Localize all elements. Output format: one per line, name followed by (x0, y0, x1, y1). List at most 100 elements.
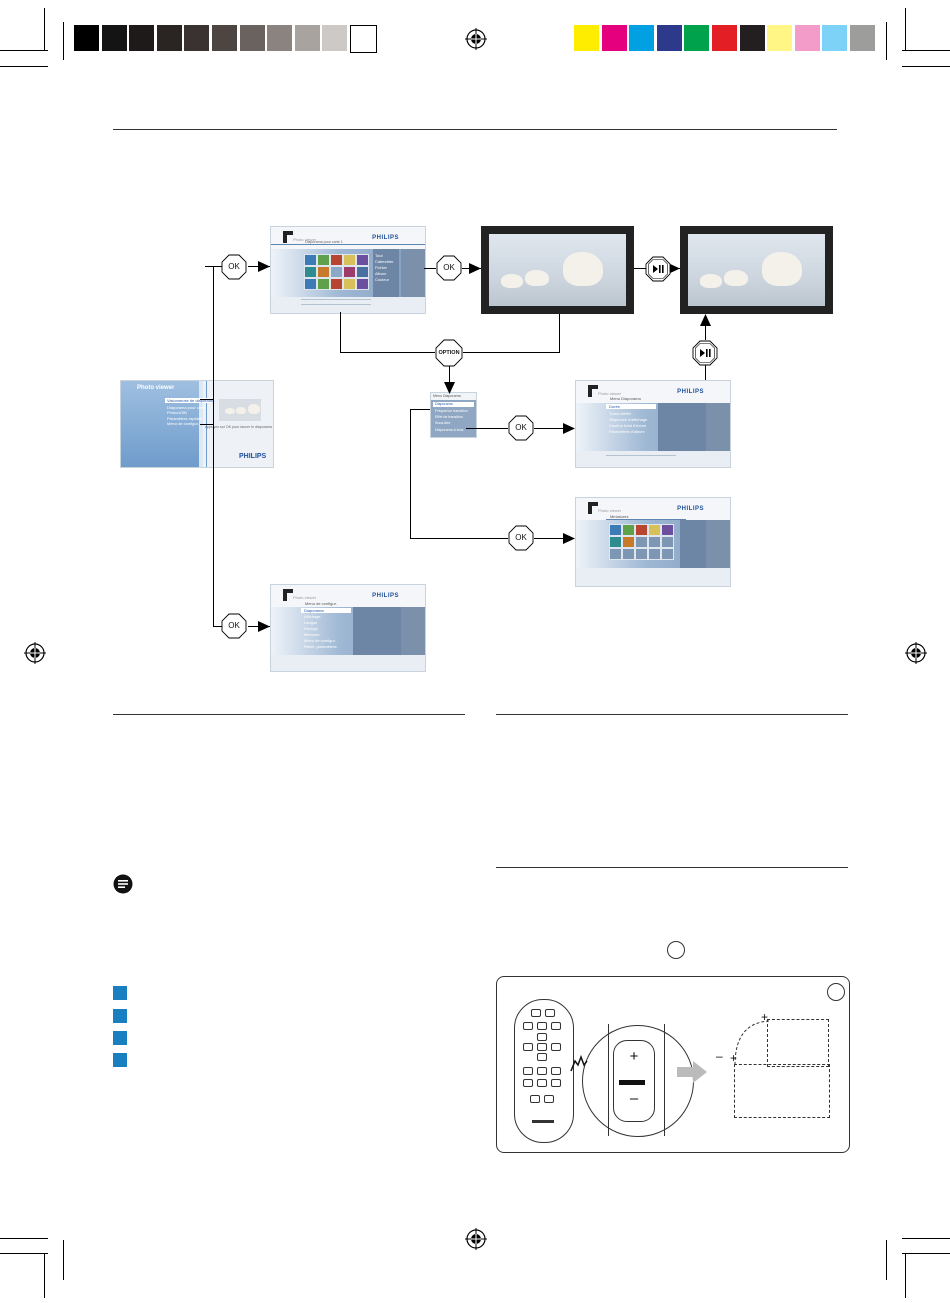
remote-key[interactable] (551, 1022, 561, 1030)
photo-thumbnail[interactable] (356, 266, 369, 278)
arrowhead-icon (563, 423, 575, 434)
home-menu-item[interactable]: Diaporama pour carte (167, 405, 206, 410)
ok-label: OK (228, 262, 240, 271)
ok-button[interactable]: OK (221, 613, 247, 639)
remote-key[interactable] (537, 1022, 547, 1030)
photo-thumbnail[interactable] (356, 254, 369, 266)
photo-thumbnail[interactable] (622, 524, 635, 536)
photo-thumbnail[interactable] (343, 278, 356, 290)
remote-key[interactable] (523, 1022, 533, 1030)
color-swatch (712, 25, 737, 51)
photo-thumbnail[interactable] (343, 254, 356, 266)
remote-key[interactable] (545, 1009, 555, 1017)
photo-thumbnail[interactable] (330, 266, 343, 278)
remote-key[interactable] (523, 1067, 533, 1075)
menu-item[interactable]: Durée (609, 404, 620, 409)
photo-thumbnail[interactable] (609, 524, 622, 536)
option-item[interactable]: Effet de transition (435, 415, 463, 419)
home-menu-item[interactable]: Paramètres rapides (167, 416, 202, 421)
play-pause-button[interactable] (692, 340, 718, 366)
side-item[interactable]: Couleur (375, 277, 390, 282)
remote-key[interactable] (551, 1079, 561, 1087)
photo-thumbnail[interactable] (330, 254, 343, 266)
photo-thumbnail[interactable] (635, 524, 648, 536)
photo-thumbnail[interactable] (648, 548, 661, 560)
home-menu-item[interactable]: Visionneuse de diaporama (167, 398, 215, 403)
menu-item[interactable]: Langue (304, 620, 318, 625)
play-pause-button[interactable] (645, 256, 671, 282)
photo-thumbnail[interactable] (661, 524, 674, 536)
option-item[interactable]: Fréquence transition (435, 409, 468, 413)
option-label: OPTION (438, 350, 460, 356)
photo-thumbnail[interactable] (343, 266, 356, 278)
remote-key[interactable] (523, 1043, 533, 1051)
photo-thumbnail[interactable] (661, 548, 674, 560)
photo-thumbnail[interactable] (356, 278, 369, 290)
connector-line (200, 399, 213, 400)
photo-thumbnail[interactable] (317, 278, 330, 290)
zoom-frame-large (734, 1064, 830, 1118)
arrowhead-icon (258, 621, 270, 632)
remote-key[interactable] (537, 1053, 547, 1061)
menu-item[interactable]: Couleur fond d'écran (609, 423, 647, 428)
arrowhead-icon (469, 263, 481, 274)
step-marker-1 (113, 986, 127, 1000)
crop-mark (902, 66, 950, 67)
menu-item[interactable]: Réinit. paramètres (304, 644, 337, 649)
photo-thumbnail[interactable] (317, 254, 330, 266)
photo-thumbnail[interactable] (609, 536, 622, 548)
photo-thumbnail[interactable] (622, 536, 635, 548)
crop-mark (0, 50, 48, 51)
photo-thumbnail[interactable] (635, 548, 648, 560)
home-menu-item[interactable]: Menu de configur. (167, 421, 199, 426)
photo-thumbnail[interactable] (330, 278, 343, 290)
photo-thumbnail[interactable] (304, 266, 317, 278)
photo-thumbnail[interactable] (622, 548, 635, 560)
photo-thumbnail[interactable] (648, 536, 661, 548)
remote-key[interactable] (544, 1095, 554, 1103)
menu-item[interactable]: Menu de configur. (304, 638, 336, 643)
photo-thumbnail[interactable] (661, 536, 674, 548)
remote-key[interactable] (523, 1079, 533, 1087)
menu-item[interactable]: Horloge (304, 626, 319, 631)
side-item[interactable]: Tout (375, 253, 383, 258)
remote-key[interactable] (537, 1043, 547, 1051)
side-item[interactable]: Album (375, 271, 387, 276)
menu-item[interactable]: Paramètres d'album (609, 429, 645, 434)
ok-button[interactable]: OK (221, 254, 247, 280)
home-menu-item[interactable]: Photo/USB (167, 410, 187, 415)
remote-key[interactable] (551, 1043, 561, 1051)
remote-key[interactable] (551, 1067, 561, 1075)
thumbnails-screen: Photo viewer PHILIPS Miniatures (575, 497, 731, 587)
menu-item[interactable]: Mémoire (304, 632, 320, 637)
home-menu-screen: Photo viewer Visionneuse de diaporama Di… (120, 380, 274, 468)
connector-line (463, 352, 560, 353)
side-item[interactable]: Fichier (375, 265, 388, 270)
remote-key[interactable] (537, 1079, 547, 1087)
menu-item[interactable]: Séquence d'affichage (609, 417, 648, 422)
remote-key[interactable] (537, 1033, 547, 1041)
photo-thumbnail[interactable] (304, 254, 317, 266)
menu-item[interactable]: Diaporama (304, 608, 324, 613)
menu-item[interactable]: Affichage (304, 614, 321, 619)
option-item[interactable]: Sous-titre (435, 421, 451, 425)
option-item[interactable]: Diaporama à tous (435, 428, 464, 432)
ok-button[interactable]: OK (508, 525, 534, 551)
ok-button[interactable]: OK (436, 255, 462, 281)
remote-key[interactable] (531, 1009, 541, 1017)
remote-key[interactable] (537, 1067, 547, 1075)
ok-button[interactable]: OK (508, 415, 534, 441)
photo-thumbnail[interactable] (609, 548, 622, 560)
menu-title: Menu Diaporama (610, 396, 641, 401)
photo-thumbnail[interactable] (304, 278, 317, 290)
remote-key[interactable] (530, 1095, 540, 1103)
option-button[interactable]: OPTION (435, 339, 463, 367)
option-item[interactable]: Diaporama (435, 402, 453, 406)
menu-item[interactable]: Trans.d'effet (609, 411, 631, 416)
section-rule (496, 714, 848, 715)
photo-thumbnail[interactable] (317, 266, 330, 278)
arrowhead-icon (700, 314, 711, 326)
photo-thumbnail[interactable] (635, 536, 648, 548)
side-item[interactable]: Calendrier (375, 259, 394, 264)
photo-thumbnail[interactable] (648, 524, 661, 536)
